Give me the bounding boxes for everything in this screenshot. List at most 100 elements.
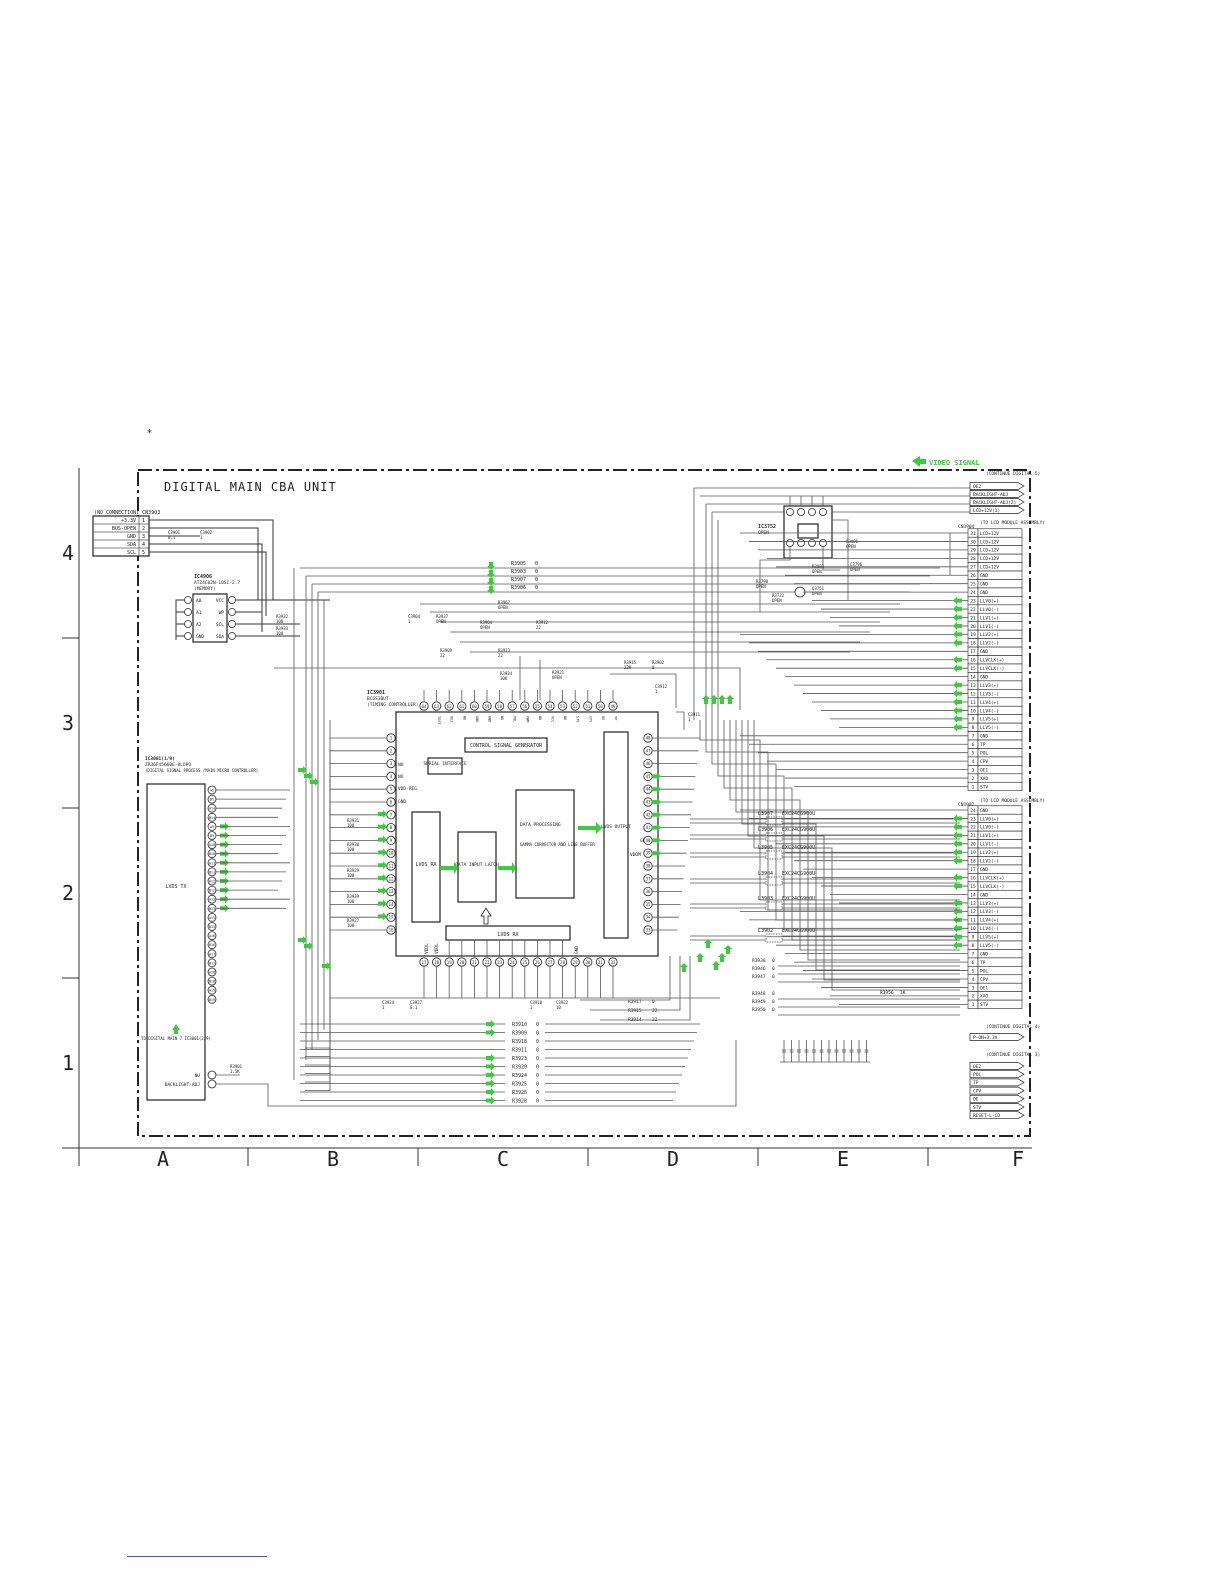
conn-pin-number: 23 xyxy=(970,816,976,822)
row-label: 2 xyxy=(62,881,74,905)
ic4906-memory: IC4906 AT24C02N-10SI-2.7 (MEMORY) A0 A1 … xyxy=(175,574,330,643)
r3901-val: 1.5K xyxy=(230,1069,240,1074)
ic-pin-label: TEST xyxy=(437,716,441,725)
ic3901-desc: (TIMING CONTROLLER) xyxy=(367,702,418,708)
r3956-val: 1K xyxy=(900,990,906,996)
ic-pin-number: 36 xyxy=(646,889,651,894)
video-arrow xyxy=(953,932,962,941)
video-arrow xyxy=(953,814,962,823)
conn-pin-label: LLV0(+) xyxy=(980,598,999,604)
ic-pin-number: 30 xyxy=(585,960,590,965)
conn-pin-label: XAO xyxy=(980,994,988,1000)
c3911-val: 1 xyxy=(688,717,691,722)
video-signal-legend: VIDEO SIGNAL xyxy=(912,456,980,467)
conn-pin-number: 1 xyxy=(972,784,975,790)
conn-pin-label: LLV0(-) xyxy=(980,825,999,831)
term-ref: R3939 xyxy=(347,894,360,899)
video-arrow xyxy=(953,698,962,706)
video-arrow xyxy=(953,723,962,732)
conn-pin-number: 21 xyxy=(970,833,976,839)
r3921-val: OPEN xyxy=(552,675,562,680)
video-arrow xyxy=(953,873,962,882)
conn-pin-number: 24 xyxy=(970,808,976,814)
ic-pin-number: B10 xyxy=(209,852,215,856)
conn-pin-number: 13 xyxy=(970,683,976,689)
video-arrow xyxy=(953,856,962,865)
conn-pin-label: LLV4(+) xyxy=(980,700,999,706)
ic-pin xyxy=(207,940,217,950)
conn-pin-label: STV xyxy=(980,1002,988,1008)
inductor-val: EXC24CG900U xyxy=(782,871,815,877)
inductor-val: EXC24CG900U xyxy=(782,827,815,833)
c3927-ref: C3927 xyxy=(410,1000,423,1005)
inductor-symbol xyxy=(765,832,783,842)
r3950-ref: R3950 xyxy=(752,1007,766,1013)
ic4906-ref: IC4906 xyxy=(194,574,212,580)
open-caps-row xyxy=(780,1040,870,1063)
wire xyxy=(729,720,960,951)
conn-pin-number: 1 xyxy=(972,1002,975,1008)
ic-pin-number: A11 xyxy=(209,861,215,865)
r3921-ref: R3921 xyxy=(552,670,565,675)
video-arrow xyxy=(953,630,962,639)
conn-pin-label: GND xyxy=(980,951,988,957)
video-arrow xyxy=(953,681,962,690)
continue-label: OE xyxy=(973,1097,979,1103)
ic-pin-number: 39 xyxy=(646,851,651,856)
grid-row-labels: 4 3 2 1 xyxy=(62,541,74,1075)
inductor-ref: L3907 xyxy=(758,811,773,817)
continue-label: STV xyxy=(973,1105,981,1111)
row-label: 3 xyxy=(62,711,74,735)
conn-pin-number: 8 xyxy=(972,943,975,949)
cn3902-ref: CN3902 xyxy=(958,802,975,808)
ic-pin-number: A17 xyxy=(209,952,215,956)
ic4906-pin: VCC xyxy=(216,598,224,604)
ic-pin-label: NU xyxy=(462,716,466,720)
conn-pin-label: GND xyxy=(980,582,988,588)
video-arrow xyxy=(378,835,387,844)
conn-pin-label: POL xyxy=(980,751,988,757)
ic-pin-number: A19 xyxy=(209,989,215,993)
conn-pin-label: GND xyxy=(980,573,988,579)
ic-pin-number: 9 xyxy=(390,838,393,843)
cn3903-pin-label: SCL xyxy=(127,550,136,556)
term-ref: R3929 xyxy=(347,868,360,873)
conn-pin-label: LLV2(-) xyxy=(980,859,999,865)
video-arrow xyxy=(486,1028,495,1037)
ic-pin-number: 18 xyxy=(434,960,439,965)
video-arrow xyxy=(696,953,704,962)
ic-pin-label: CPV xyxy=(588,716,592,723)
ic-pin-number: 31 xyxy=(598,960,603,965)
video-arrow xyxy=(486,1088,495,1096)
wire xyxy=(305,780,331,1066)
ic-pin-number: 10 xyxy=(389,851,394,856)
conn-pin-number: 10 xyxy=(970,926,976,932)
inductor-symbol xyxy=(765,850,783,860)
resistor-ref: R3911 xyxy=(512,1048,527,1054)
resistor-val: 0 xyxy=(536,1022,539,1028)
video-arrow xyxy=(378,912,387,921)
conn-pin-label: CPV xyxy=(980,977,988,983)
ic-pin-label: STV xyxy=(576,716,580,723)
ic-pin-number: 63 xyxy=(434,704,439,709)
conn-pin-label: LLVCLK(-) xyxy=(980,666,1004,672)
ic-pin xyxy=(469,701,479,711)
cn3903-pin-number: 5 xyxy=(142,550,145,556)
r3949-ref: R3949 xyxy=(752,999,766,1005)
conn-pin-number: 6 xyxy=(972,742,975,748)
ic-pin xyxy=(207,958,217,968)
legend-label: VIDEO SIGNAL xyxy=(929,459,980,467)
ic-pin-number: 60 xyxy=(472,704,477,709)
ic-pin xyxy=(482,701,492,711)
c3904-ref: C3904 xyxy=(408,614,421,619)
ic-pin-number: B18 xyxy=(209,980,215,984)
ic3901-pin-label: GND xyxy=(574,946,580,954)
ic-pin-number: 43 xyxy=(646,800,651,805)
r3803-val: OPEN xyxy=(812,569,822,574)
conn-pin-number: 16 xyxy=(970,658,976,664)
ic-pin-number: A16 xyxy=(209,934,215,938)
video-arrow xyxy=(378,899,387,908)
ic-pin-label: NU xyxy=(563,716,567,720)
conn-pin-label: LLV3(-) xyxy=(980,909,999,915)
wire xyxy=(723,720,960,941)
